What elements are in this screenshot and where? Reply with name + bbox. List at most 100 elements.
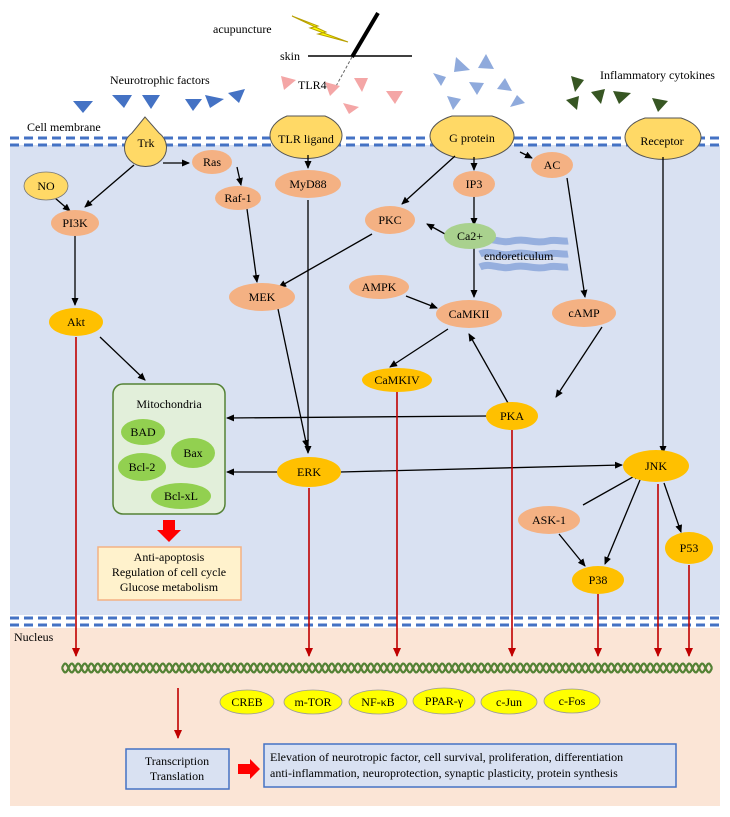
node-raf1: Raf-1 xyxy=(215,186,261,210)
dna-strand xyxy=(61,662,713,674)
svg-text:JNK: JNK xyxy=(645,459,667,473)
tf-mtor: m-TOR xyxy=(283,689,343,715)
svg-text:MyD88: MyD88 xyxy=(289,177,326,191)
signal-arrows xyxy=(54,151,683,567)
svg-text:c-Fos: c-Fos xyxy=(559,694,586,708)
nuclear-membrane-line xyxy=(10,616,720,627)
svg-text:MEK: MEK xyxy=(249,290,276,304)
neurotrophic-ligands xyxy=(73,89,245,113)
node-camkiv: CaMKIV xyxy=(362,368,432,392)
mito-bcl2 xyxy=(118,453,166,481)
node-no: NO xyxy=(23,171,69,201)
svg-text:m-TOR: m-TOR xyxy=(294,695,331,709)
endoreticulum-label: endoreticulum xyxy=(484,249,554,263)
trk-receptor: Trk xyxy=(124,116,167,167)
inflammatory-cytokines-label: Inflammatory cytokines xyxy=(600,68,715,82)
node-myd88: MyD88 xyxy=(275,170,341,198)
svg-text:Regulation of cell cycle: Regulation of cell cycle xyxy=(112,565,226,579)
node-p38: P38 xyxy=(572,566,624,594)
svg-text:CaMKIV: CaMKIV xyxy=(374,373,420,387)
transcription-box: Transcription Translation xyxy=(125,748,230,790)
node-pi3k: PI3K xyxy=(51,210,99,236)
acupuncture-label: acupuncture xyxy=(213,22,272,36)
skin-label: skin xyxy=(280,49,300,63)
node-pka: PKA xyxy=(486,402,538,430)
svg-text:PPAR-γ: PPAR-γ xyxy=(425,694,464,708)
svg-text:P38: P38 xyxy=(589,573,608,587)
svg-text:TLR ligand: TLR ligand xyxy=(278,132,334,146)
node-pkc: PKC xyxy=(365,206,415,234)
svg-text:Bcl-xL: Bcl-xL xyxy=(164,489,198,503)
svg-text:Ca2+: Ca2+ xyxy=(457,229,483,243)
tf-cjun: c-Jun xyxy=(480,689,538,715)
node-p53: P53 xyxy=(665,532,713,564)
svg-text:P53: P53 xyxy=(680,541,699,555)
mito-output-arrow xyxy=(157,520,181,542)
cell-membrane-label: Cell membrane xyxy=(27,120,101,134)
mito-bad xyxy=(121,419,165,445)
cytokine-ligands xyxy=(566,76,668,112)
cell-membrane-line xyxy=(10,136,720,147)
node-ip3: IP3 xyxy=(453,171,495,197)
mito-bclxl xyxy=(151,483,211,509)
effects-arrow xyxy=(238,759,260,779)
svg-text:NO: NO xyxy=(37,179,55,193)
svg-text:Bax: Bax xyxy=(183,446,202,460)
dna-helix xyxy=(61,662,713,674)
svg-text:IP3: IP3 xyxy=(466,177,483,191)
mitochondria: Mitochondria BAD Bax Bcl-2 Bcl-xL xyxy=(112,383,226,515)
tf-cfos: c-Fos xyxy=(543,688,601,714)
svg-text:AC: AC xyxy=(544,158,561,172)
svg-text:PKA: PKA xyxy=(500,409,524,423)
gprotein-receptor: G protein xyxy=(429,115,515,160)
endoreticulum-shape xyxy=(478,235,569,272)
svg-text:Receptor: Receptor xyxy=(640,134,683,148)
tlr4-ligands xyxy=(281,76,403,114)
tlr4-label: TLR4 xyxy=(298,78,327,92)
lightning-icon xyxy=(291,15,349,43)
svg-text:G protein: G protein xyxy=(449,131,495,145)
effects-box: Elevation of neurotropic factor, cell su… xyxy=(263,743,677,788)
svg-text:AMPK: AMPK xyxy=(362,280,397,294)
svg-text:cAMP: cAMP xyxy=(568,306,600,320)
svg-text:Elevation of neurotropic facto: Elevation of neurotropic factor, cell su… xyxy=(270,750,623,764)
svg-text:Transcription: Transcription xyxy=(145,754,209,768)
svg-text:NF-κB: NF-κB xyxy=(361,695,394,709)
svg-text:Anti-apoptosis: Anti-apoptosis xyxy=(134,550,205,564)
node-ras: Ras xyxy=(192,150,232,174)
tf-nfkb: NF-κB xyxy=(348,689,408,715)
svg-text:CREB: CREB xyxy=(231,695,262,709)
svg-text:Ras: Ras xyxy=(203,155,221,169)
svg-text:c-Jun: c-Jun xyxy=(496,695,522,709)
needle-icon xyxy=(350,11,380,59)
tlr-ligand-receptor: TLR ligand xyxy=(269,115,343,160)
svg-text:ASK-1: ASK-1 xyxy=(532,513,566,527)
node-camkii: CaMKII xyxy=(436,300,502,328)
nuclear-arrows xyxy=(72,337,693,739)
cytokine-receptor: Receptor xyxy=(624,117,702,160)
mitochondria-label: Mitochondria xyxy=(136,397,202,411)
nucleus-label: Nucleus xyxy=(14,630,54,644)
tf-ppar: PPAR-γ xyxy=(412,687,476,715)
node-erk: ERK xyxy=(277,457,341,487)
outcome-box: Anti-apoptosis Regulation of cell cycle … xyxy=(97,546,242,601)
node-ac: AC xyxy=(531,152,573,178)
node-mek: MEK xyxy=(229,283,295,311)
node-ampk: AMPK xyxy=(349,275,409,299)
node-jnk: JNK xyxy=(623,450,689,482)
svg-text:Akt: Akt xyxy=(67,315,86,329)
svg-text:PKC: PKC xyxy=(378,213,401,227)
neurotrophic-factors-label: Neurotrophic factors xyxy=(110,73,210,87)
svg-text:Bcl-2: Bcl-2 xyxy=(129,460,156,474)
node-ask1: ASK-1 xyxy=(518,506,580,534)
needle-tip xyxy=(334,56,353,89)
svg-text:Trk: Trk xyxy=(138,136,155,150)
svg-text:Raf-1: Raf-1 xyxy=(224,191,251,205)
svg-text:Glucose metabolism: Glucose metabolism xyxy=(120,580,219,594)
mito-bax xyxy=(171,438,215,468)
svg-text:PI3K: PI3K xyxy=(62,216,88,230)
tf-creb: CREB xyxy=(219,689,275,715)
node-ca2: Ca2+ xyxy=(444,223,496,249)
svg-text:anti-inflammation, neuroprotec: anti-inflammation, neuroprotection, syna… xyxy=(270,766,618,780)
